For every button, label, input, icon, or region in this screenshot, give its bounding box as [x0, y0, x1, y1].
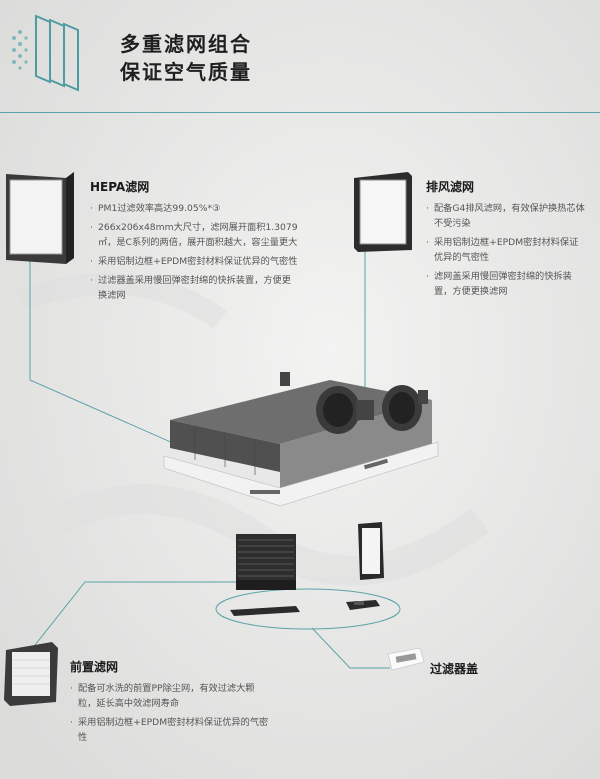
cover-title: 过滤器盖: [430, 662, 479, 676]
hepa-bullet-list: PM1过滤效率高达99.05%*③ 266x206x48mm大尺寸，滤网展开面积…: [90, 201, 300, 303]
title-line-1: 多重滤网组合: [120, 32, 252, 56]
hepa-bullet: 266x206x48mm大尺寸，滤网展开面积1.3079㎡，是C系列的两倍，展开…: [90, 220, 300, 250]
pre-title: 前置滤网: [70, 660, 119, 674]
hepa-title: HEPA滤网: [90, 180, 150, 194]
hepa-bullet: 过滤器盖采用慢回弹密封绵的快拆装置，方便更换滤网: [90, 273, 300, 303]
exhaust-bullet: 配备G4排风滤网，有效保护换热芯体不受污染: [426, 201, 586, 231]
pre-section: 前置滤网 配备可水洗的前置PP除尘网，有效过滤大颗粒，延长高中效滤网寿命 采用铝…: [70, 658, 270, 749]
hepa-section: HEPA滤网 PM1过滤效率高达99.05%*③ 266x206x48mm大尺寸…: [90, 178, 300, 307]
pre-bullet: 采用铝制边框+EPDM密封材料保证优异的气密性: [70, 715, 270, 745]
pre-filter-frame-image: [4, 642, 58, 706]
pre-bullet: 配备可水洗的前置PP除尘网，有效过滤大颗粒，延长高中效滤网寿命: [70, 681, 270, 711]
header-divider: [0, 112, 600, 113]
title-line-2: 保证空气质量: [120, 60, 252, 84]
exhaust-filter-image: [354, 172, 412, 252]
filter-layers-icon: [12, 14, 79, 92]
exhaust-bullet-list: 配备G4排风滤网，有效保护换热芯体不受污染 采用铝制边框+EPDM密封材料保证优…: [426, 201, 586, 299]
ventilation-unit-image: [163, 372, 439, 507]
exhaust-bullet: 采用铝制边框+EPDM密封材料保证优异的气密性: [426, 235, 586, 265]
hepa-bullet: PM1过滤效率高达99.05%*③: [90, 201, 300, 216]
page-title: 多重滤网组合 保证空气质量: [120, 30, 252, 86]
spare-filter-image: [358, 522, 384, 580]
hepa-bullet: 采用铝制边框+EPDM密封材料保证优异的气密性: [90, 254, 300, 269]
pre-filter-image: [236, 534, 296, 590]
exhaust-title: 排风滤网: [426, 180, 475, 194]
exhaust-section: 排风滤网 配备G4排风滤网，有效保护换热芯体不受污染 采用铝制边框+EPDM密封…: [426, 178, 586, 303]
pre-bullet-list: 配备可水洗的前置PP除尘网，有效过滤大颗粒，延长高中效滤网寿命 采用铝制边框+E…: [70, 681, 270, 745]
hepa-filter-image: [6, 172, 74, 264]
filter-cover-tag-image: [387, 647, 425, 671]
exhaust-bullet: 滤网盖采用慢回弹密封绵的快拆装置，方便更换滤网: [426, 269, 586, 299]
filter-cover-parts-image: [230, 600, 380, 616]
